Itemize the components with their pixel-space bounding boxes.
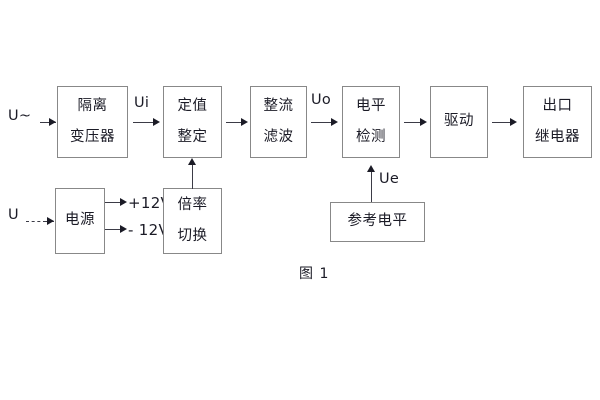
wire-reference-to-level-arrowhead-icon: [367, 165, 375, 172]
wire-transformer-to-setting-arrowhead-icon: [153, 118, 160, 126]
ac-input-label: U~: [8, 108, 32, 124]
block-power-supply: 电源: [55, 188, 105, 254]
wire-multiplier-to-setting-arrowhead-icon: [188, 158, 196, 165]
wire-rectify-to-level-arrowhead-icon: [331, 118, 338, 126]
wire-setting-to-rectify-arrowhead-icon: [241, 118, 248, 126]
block-rectify-filter: 整流 滤波: [250, 86, 307, 158]
block-line: 电平: [356, 97, 386, 114]
wire-level-to-drive-arrowhead-icon: [420, 118, 427, 126]
block-line: 切换: [177, 228, 208, 244]
signal-ui-label: Ui: [134, 95, 150, 111]
wire-multiplier-to-setting: [192, 165, 193, 189]
wire-transformer-to-setting: [133, 122, 155, 123]
dc-input-label: U: [8, 207, 19, 223]
wire-rectify-to-level: [311, 122, 333, 123]
block-line: 电源: [65, 212, 95, 229]
wire-reference-to-level: [371, 172, 372, 202]
block-line: 整流: [263, 97, 294, 114]
rail-negative-label: - 12V: [128, 221, 170, 239]
block-line: 出口: [542, 97, 573, 114]
rail-negative-wire: [105, 229, 123, 230]
block-line: 驱动: [444, 113, 474, 130]
block-line: 继电器: [535, 129, 580, 145]
block-line: 检测: [356, 129, 386, 145]
block-line: 滤波: [263, 129, 294, 145]
rail-positive-label: +12V: [128, 194, 172, 212]
block-drive: 驱动: [430, 86, 488, 158]
dc-input-arrowhead-icon: [47, 217, 54, 225]
rail-negative-arrowhead-icon: [120, 225, 127, 233]
rail-positive-wire: [105, 202, 123, 203]
figure-caption: 图 1: [299, 266, 330, 282]
block-multiplier-switch: 倍率 切换: [163, 188, 222, 254]
signal-uo-label: Uo: [311, 92, 332, 108]
block-output-relay: 出口 继电器: [523, 86, 592, 158]
ac-input-arrowhead-icon: [49, 118, 56, 126]
dc-input-dashed-wire: [26, 221, 46, 222]
block-line: 倍率: [177, 196, 208, 213]
rail-positive-arrowhead-icon: [120, 198, 127, 206]
wire-level-to-drive: [404, 122, 423, 123]
ac-input-wire: [40, 122, 56, 123]
block-setting-value: 定值 整定: [163, 86, 222, 158]
block-level-detect: 电平 检测: [342, 86, 400, 158]
block-isolation-transformer: 隔离 变压器: [57, 86, 128, 158]
block-line: 隔离: [77, 97, 108, 114]
signal-ue-label: Ue: [379, 171, 400, 187]
wire-drive-to-relay-arrowhead-icon: [510, 118, 517, 126]
wire-setting-to-rectify: [226, 122, 244, 123]
block-line: 整定: [177, 129, 208, 145]
block-line: 参考电平: [347, 213, 408, 230]
block-reference-level: 参考电平: [330, 202, 425, 242]
block-line: 定值: [177, 97, 208, 114]
block-line: 变压器: [70, 129, 115, 145]
wire-drive-to-relay: [492, 122, 513, 123]
